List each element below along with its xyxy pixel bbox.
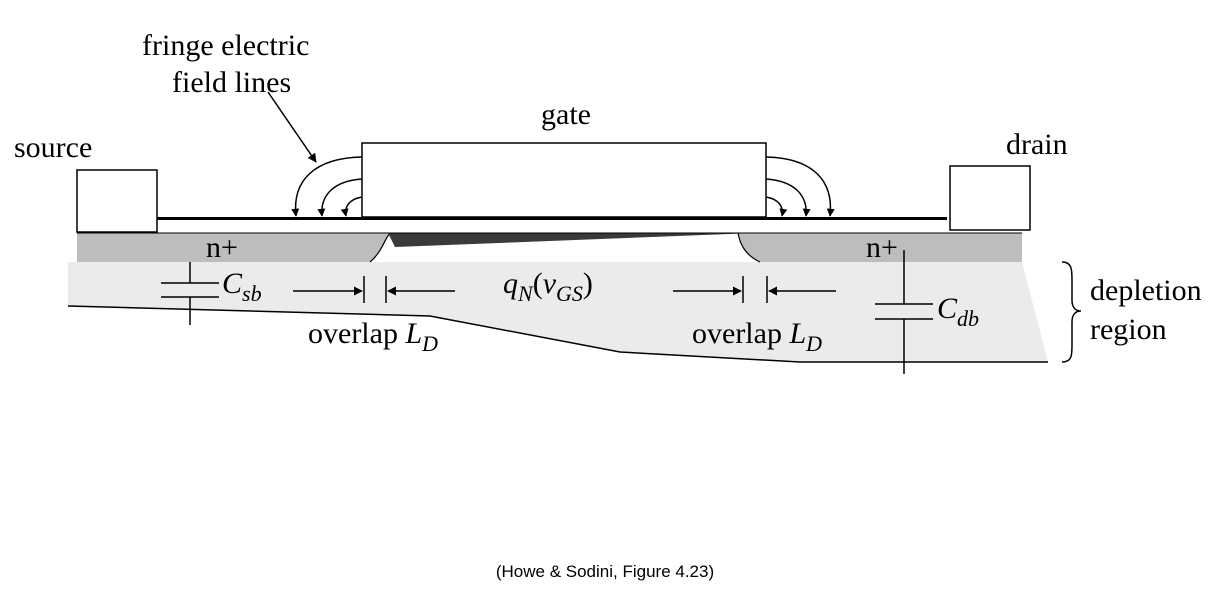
- source-label: source: [14, 131, 92, 164]
- csb-label: Csb: [222, 267, 262, 306]
- channel-charge-label: qN(vGS): [503, 267, 593, 306]
- overlap-right-subscript: D: [805, 331, 822, 356]
- n-plus-source-label: n+: [206, 231, 238, 264]
- n-plus-source-region: [77, 233, 390, 262]
- overlap-left-text: overlap: [308, 317, 405, 350]
- csb-symbol: C: [222, 267, 243, 300]
- n-plus-drain-boundary: [737, 232, 761, 263]
- fringe-label-line2: field lines: [172, 66, 291, 99]
- charge-symbol: q: [503, 267, 518, 300]
- csb-capacitor-symbol: [161, 262, 219, 325]
- overlap-label-left: overlap LD: [308, 317, 438, 356]
- fringe-field-lines-left: [291, 156, 363, 217]
- depletion-boundary: [67, 305, 1048, 363]
- gate-label: gate: [541, 98, 591, 131]
- fringe-field-lines-right: [765, 156, 835, 217]
- charge-arg-subscript: GS: [556, 281, 583, 306]
- fringe-pointer-arrow: [267, 91, 317, 163]
- cdb-label: Cdb: [937, 292, 979, 331]
- charge-arg-symbol: v: [543, 267, 557, 300]
- depletion-label-line1: depletion: [1090, 274, 1202, 307]
- n-plus-source-boundary: [369, 232, 391, 263]
- gate-oxide-line: [157, 217, 947, 220]
- depletion-region: [68, 262, 1048, 362]
- cdb-subscript: db: [957, 306, 979, 331]
- overlap-dimension-left: [293, 276, 455, 303]
- drain-label: drain: [1006, 128, 1068, 161]
- overlap-label-right: overlap LD: [692, 317, 822, 356]
- figure-caption: (Howe & Sodini, Figure 4.23): [495, 562, 715, 581]
- gate-electrode: [361, 142, 767, 218]
- charge-arg-close: ): [583, 267, 593, 300]
- source-contact: [76, 169, 158, 233]
- depletion-brace: [1061, 261, 1082, 363]
- charge-subscript: N: [517, 281, 534, 306]
- drain-contact: [949, 165, 1031, 231]
- overlap-right-text: overlap: [692, 317, 789, 350]
- charge-arg-open: (: [533, 267, 543, 300]
- cdb-symbol: C: [937, 292, 958, 325]
- overlap-right-symbol: L: [788, 317, 806, 350]
- inversion-channel-wedge: [388, 233, 755, 247]
- depletion-label-line2: region: [1090, 313, 1167, 346]
- overlap-left-symbol: L: [404, 317, 422, 350]
- csb-subscript: sb: [242, 281, 262, 306]
- n-plus-drain-label: n+: [866, 231, 898, 264]
- cdb-capacitor-symbol: [875, 250, 933, 374]
- n-plus-drain-region: [738, 233, 1022, 262]
- fringe-label-line1: fringe electric: [142, 29, 309, 62]
- overlap-left-subscript: D: [421, 331, 438, 356]
- overlap-dimension-right: [673, 276, 836, 303]
